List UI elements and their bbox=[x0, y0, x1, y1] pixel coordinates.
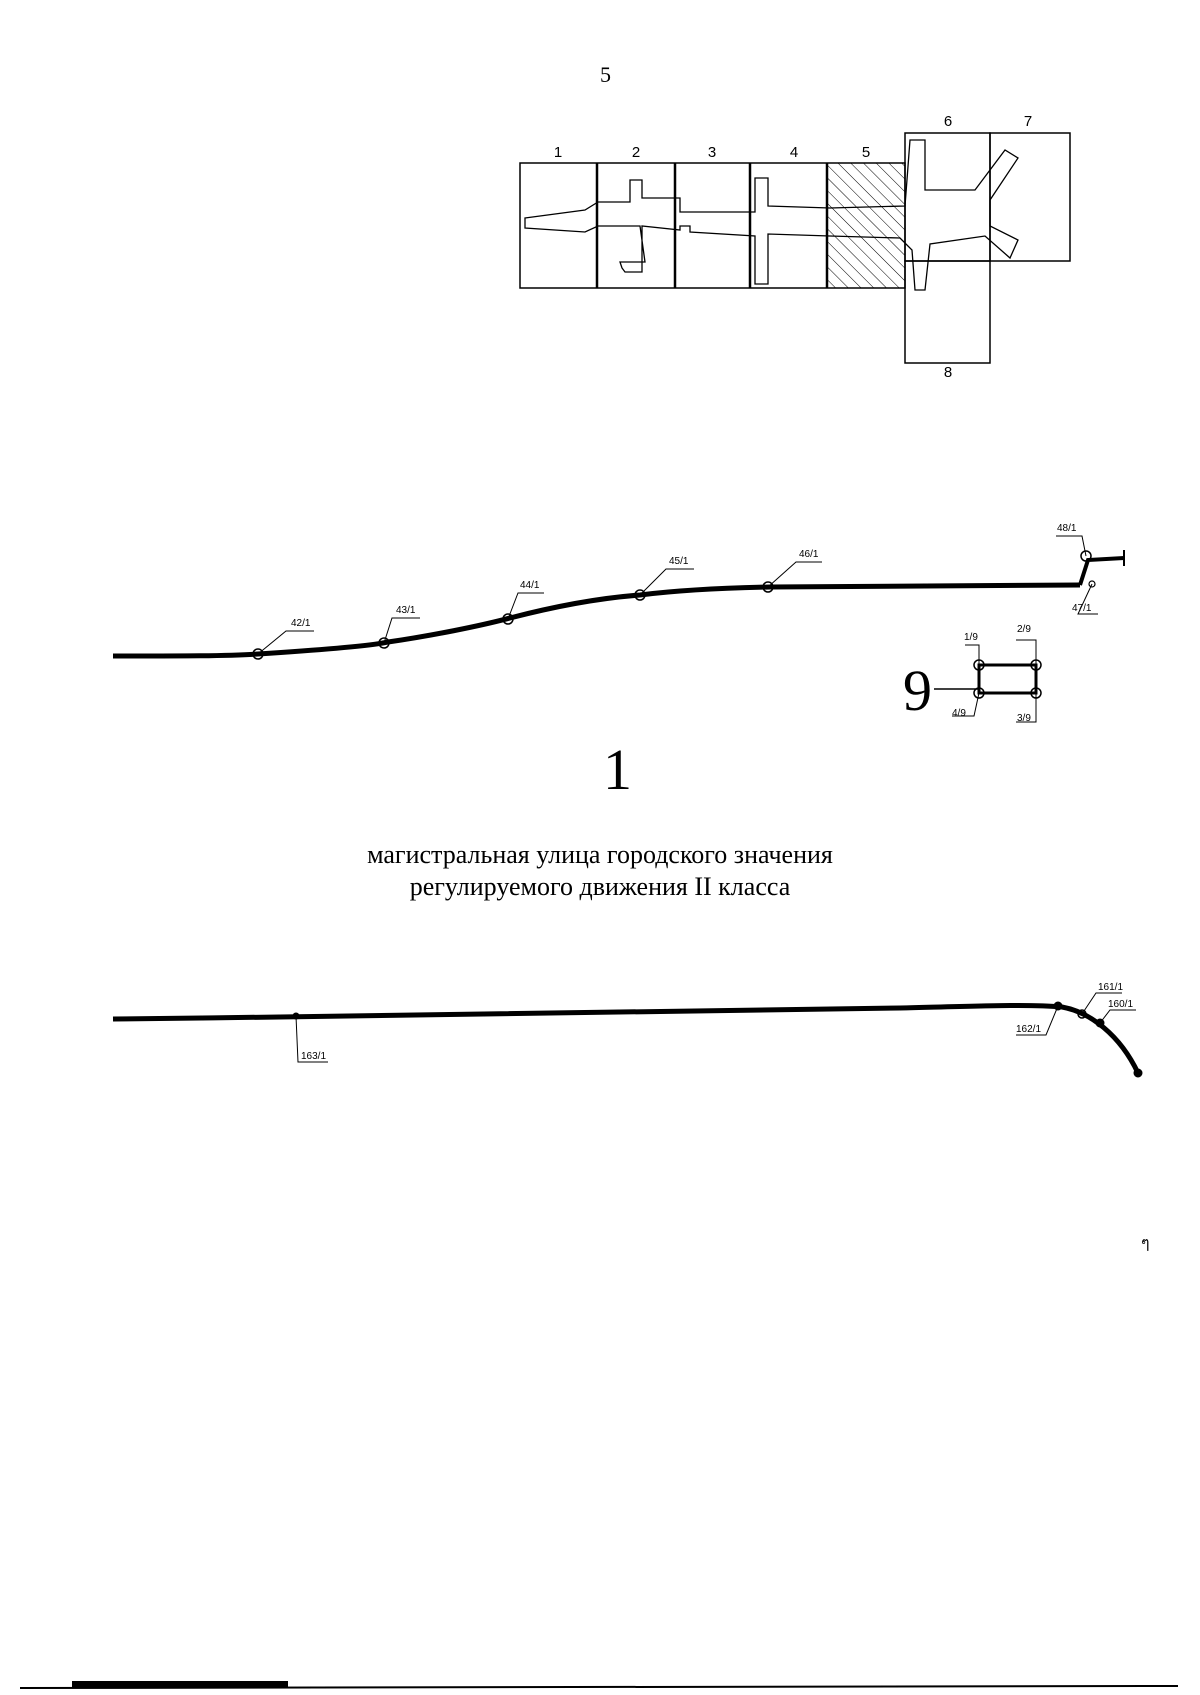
survey-point-marker bbox=[762, 581, 774, 593]
bottom-rule bbox=[19, 1681, 1179, 1689]
index-map: 1 2 3 4 5 6 7 8 bbox=[519, 113, 1071, 381]
survey-point-marker bbox=[252, 648, 264, 660]
road-centerline bbox=[112, 582, 1081, 659]
survey-point-label: 3/9 bbox=[1017, 713, 1031, 724]
survey-point-marker bbox=[634, 589, 646, 601]
sheet-label: 3 bbox=[708, 144, 716, 161]
survey-point-marker bbox=[1077, 1009, 1087, 1019]
sheet-number: 5 bbox=[600, 62, 611, 87]
survey-point-label: 4/9 bbox=[952, 708, 966, 719]
survey-point-label: 161/1 bbox=[1098, 982, 1123, 993]
sheet-label: 8 bbox=[944, 364, 952, 381]
survey-point-label: 162/1 bbox=[1016, 1024, 1041, 1035]
block-9-outline bbox=[977, 663, 1038, 695]
sheet-label: 4 bbox=[790, 144, 798, 161]
survey-point-label: 45/1 bbox=[669, 556, 689, 567]
sheet-label: 5 bbox=[862, 144, 870, 161]
sheet-8-frame bbox=[904, 260, 991, 364]
survey-point-label: 2/9 bbox=[1017, 624, 1031, 635]
survey-point-marker bbox=[502, 613, 514, 625]
street-number: 1 bbox=[603, 737, 632, 802]
sheet-label: 1 bbox=[554, 144, 562, 161]
survey-point-marker bbox=[1133, 1068, 1143, 1078]
street-description-line1: магистральная улица городского значения bbox=[367, 840, 833, 869]
survey-point-label: 1/9 bbox=[964, 632, 978, 643]
survey-point-label: 42/1 bbox=[291, 618, 311, 629]
survey-point-label: 160/1 bbox=[1108, 999, 1133, 1010]
bottom-border-bar bbox=[72, 1681, 288, 1688]
margin-mark: ๆ bbox=[1141, 1235, 1150, 1252]
leader-lines bbox=[295, 992, 1136, 1063]
survey-point-marker bbox=[378, 637, 390, 649]
survey-point-marker bbox=[1080, 550, 1092, 562]
survey-point-label: 43/1 bbox=[396, 605, 416, 616]
survey-point-marker bbox=[1088, 580, 1096, 588]
block-9-number: 9 bbox=[903, 658, 932, 723]
road-centerline bbox=[112, 1002, 1141, 1075]
sheet-label: 2 bbox=[632, 144, 640, 161]
sheet-5-hatched-area bbox=[826, 162, 906, 289]
road-branch bbox=[1078, 556, 1125, 586]
segment-lower: 163/1 162/1 161/1 160/1 bbox=[112, 982, 1143, 1078]
index-map-road-outline bbox=[524, 139, 1019, 291]
sheet-label: 6 bbox=[944, 113, 952, 130]
survey-point-label: 47/1 bbox=[1072, 603, 1092, 614]
leader-lines bbox=[952, 639, 1037, 723]
block-9: 1/9 2/9 4/9 3/9 9 bbox=[903, 624, 1042, 724]
survey-point-marker bbox=[973, 687, 985, 699]
survey-point-label: 48/1 bbox=[1057, 523, 1077, 534]
leader-lines bbox=[257, 535, 1098, 655]
segment-upper: 42/1 43/1 44/1 45/1 46/1 48/1 47/1 bbox=[112, 523, 1125, 660]
survey-point-label: 46/1 bbox=[799, 549, 819, 560]
survey-point-label: 163/1 bbox=[301, 1051, 326, 1062]
sheet-label: 7 bbox=[1024, 113, 1032, 130]
survey-point-label: 44/1 bbox=[520, 580, 540, 591]
sheet-7-frame bbox=[989, 132, 1071, 262]
street-description-line2: регулируемого движения II класса bbox=[409, 872, 791, 901]
